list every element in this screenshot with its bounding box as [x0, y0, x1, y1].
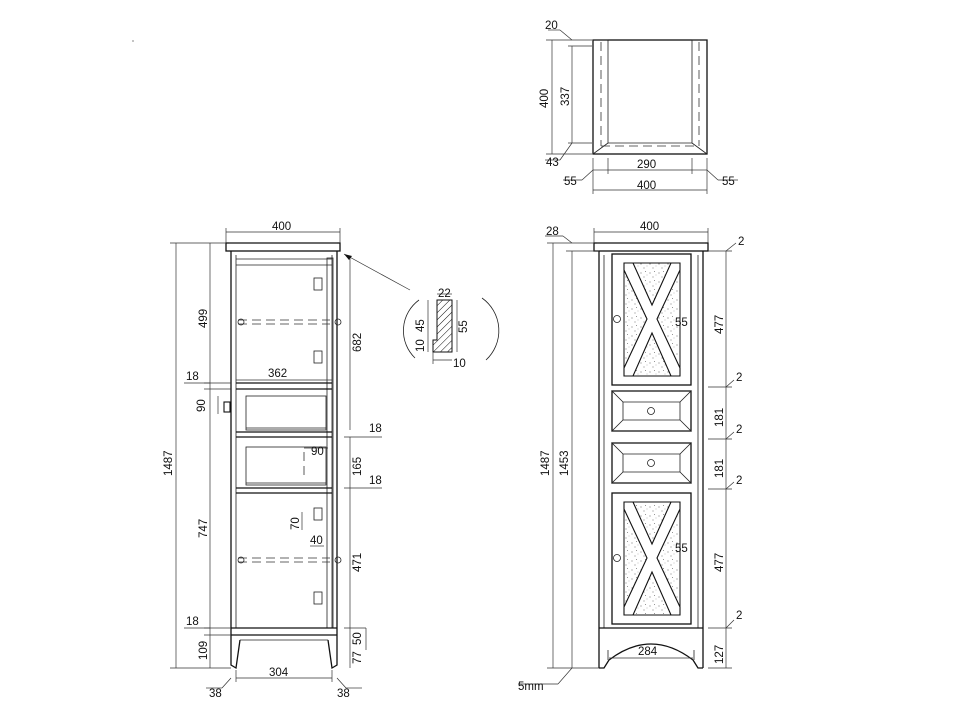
stray-dot: [132, 40, 134, 42]
top-offset-label: 20: [545, 20, 558, 32]
inner-width-label: 362: [268, 368, 287, 380]
gap-4-label: 2: [736, 475, 742, 487]
drawer-1-label: 181: [714, 408, 726, 427]
upper-door-label: 682: [352, 333, 364, 352]
shelf-thickness-top-label: 18: [186, 371, 199, 383]
top-inner-width-label: 290: [637, 159, 656, 171]
gap-3-label: 2: [736, 424, 742, 436]
top-depth-label: 400: [539, 89, 551, 108]
drawer-gap-label: 165: [352, 457, 364, 476]
detail-height-10-label: 10: [415, 339, 427, 352]
section-total-height-label: 1487: [163, 450, 175, 476]
section-width-label: 400: [272, 221, 291, 233]
plinth-right-label: 77: [352, 651, 364, 664]
bottom-board-label: 18: [186, 616, 199, 628]
door-upper-label: 477: [714, 315, 726, 334]
detail-width-10-label: 10: [453, 358, 466, 370]
door-lower-label: 477: [714, 553, 726, 572]
drawer-2-label: 181: [714, 459, 726, 478]
base-width-label: 304: [269, 667, 289, 679]
lower-door-label: 471: [352, 553, 364, 572]
hinge-70-label: 70: [290, 517, 302, 530]
floor-clearance-label: 5mm: [518, 681, 544, 693]
drawer-board-2-label: 18: [369, 475, 382, 487]
plinth-left-label: 109: [198, 641, 210, 660]
lower-section-label: 747: [198, 519, 210, 538]
front-top-cap-label: 28: [546, 226, 559, 238]
top-side-right-label: 55: [722, 176, 735, 188]
plinth-gap-label: 50: [352, 632, 364, 645]
front-base-width-label: 284: [638, 646, 658, 658]
foot-left-label: 38: [209, 688, 222, 700]
bottom-offset-label: 43: [546, 157, 559, 169]
detail-height-45-label: 45: [415, 319, 427, 332]
detail-profile: 22 45 55 10 10: [403, 288, 500, 370]
front-view: 400 28 1487 1453 5mm 477 181 181 477 127…: [518, 221, 744, 693]
section-view: 400 1487 499 747 109 18 18 90 362 682 18…: [163, 221, 411, 700]
gap-5-label: 2: [736, 610, 742, 622]
top-inner-depth-label: 337: [560, 87, 572, 106]
foot-right-label: 38: [337, 688, 350, 700]
front-total-height-label: 1487: [540, 450, 552, 476]
top-width-label: 400: [637, 180, 656, 192]
top-side-left-label: 55: [564, 176, 577, 188]
drawer-depth-label: 90: [311, 446, 324, 458]
gap-1-label: 2: [738, 236, 744, 248]
plinth-label: 127: [714, 645, 726, 664]
upper-section-label: 499: [198, 309, 210, 328]
front-width-label: 400: [640, 221, 659, 233]
hinge-40-label: 40: [310, 535, 323, 547]
detail-top-width-label: 22: [438, 288, 451, 300]
detail-height-55-label: 55: [458, 320, 470, 333]
glass-lower-label: 55: [675, 543, 688, 555]
top-view: 20 400 337 43 290 400 55 55: [539, 20, 738, 194]
drawer-height-label: 90: [196, 399, 208, 412]
gap-2-label: 2: [736, 372, 742, 384]
drawer-board-1-label: 18: [369, 423, 382, 435]
front-body-height-label: 1453: [559, 450, 571, 476]
glass-upper-label: 55: [675, 317, 688, 329]
